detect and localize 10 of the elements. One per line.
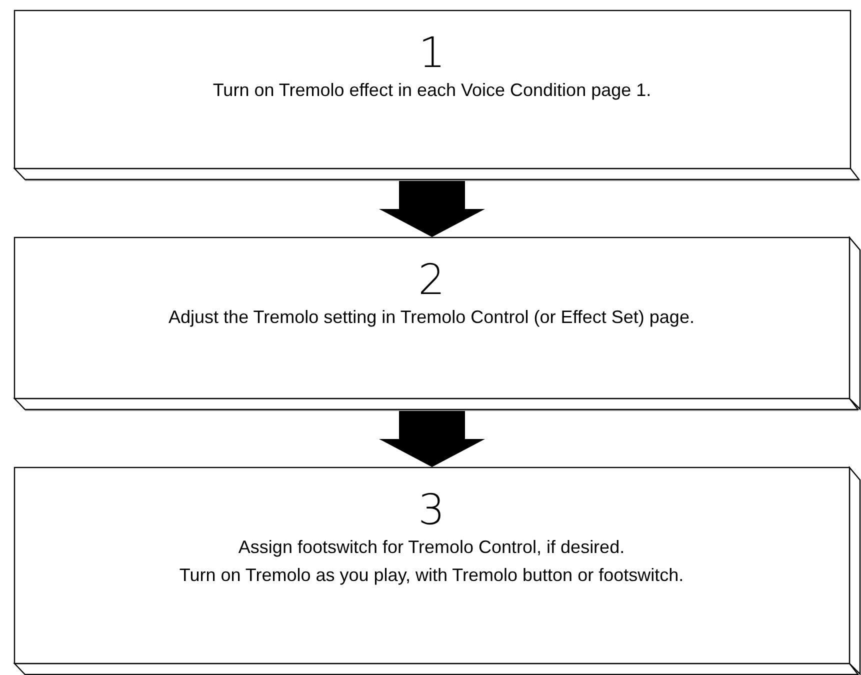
down-arrow	[379, 180, 485, 237]
step-number: 3	[418, 487, 445, 533]
down-arrow	[379, 410, 485, 467]
step-number: 2	[418, 257, 445, 303]
step-description: Assign footswitch for Tremolo Control, if desired.	[237, 536, 626, 559]
process-box	[14, 10, 861, 181]
step-description: Adjust the Tremolo setting in Tremolo Control (or Effect Set) page.	[168, 306, 696, 329]
step-description: Turn on Tremolo as you play, with Tremolo button or footswitch.	[178, 564, 685, 587]
step-number: 1	[418, 30, 446, 76]
step-description: Turn on Tremolo effect in each Voice Condition page 1.	[212, 79, 652, 102]
